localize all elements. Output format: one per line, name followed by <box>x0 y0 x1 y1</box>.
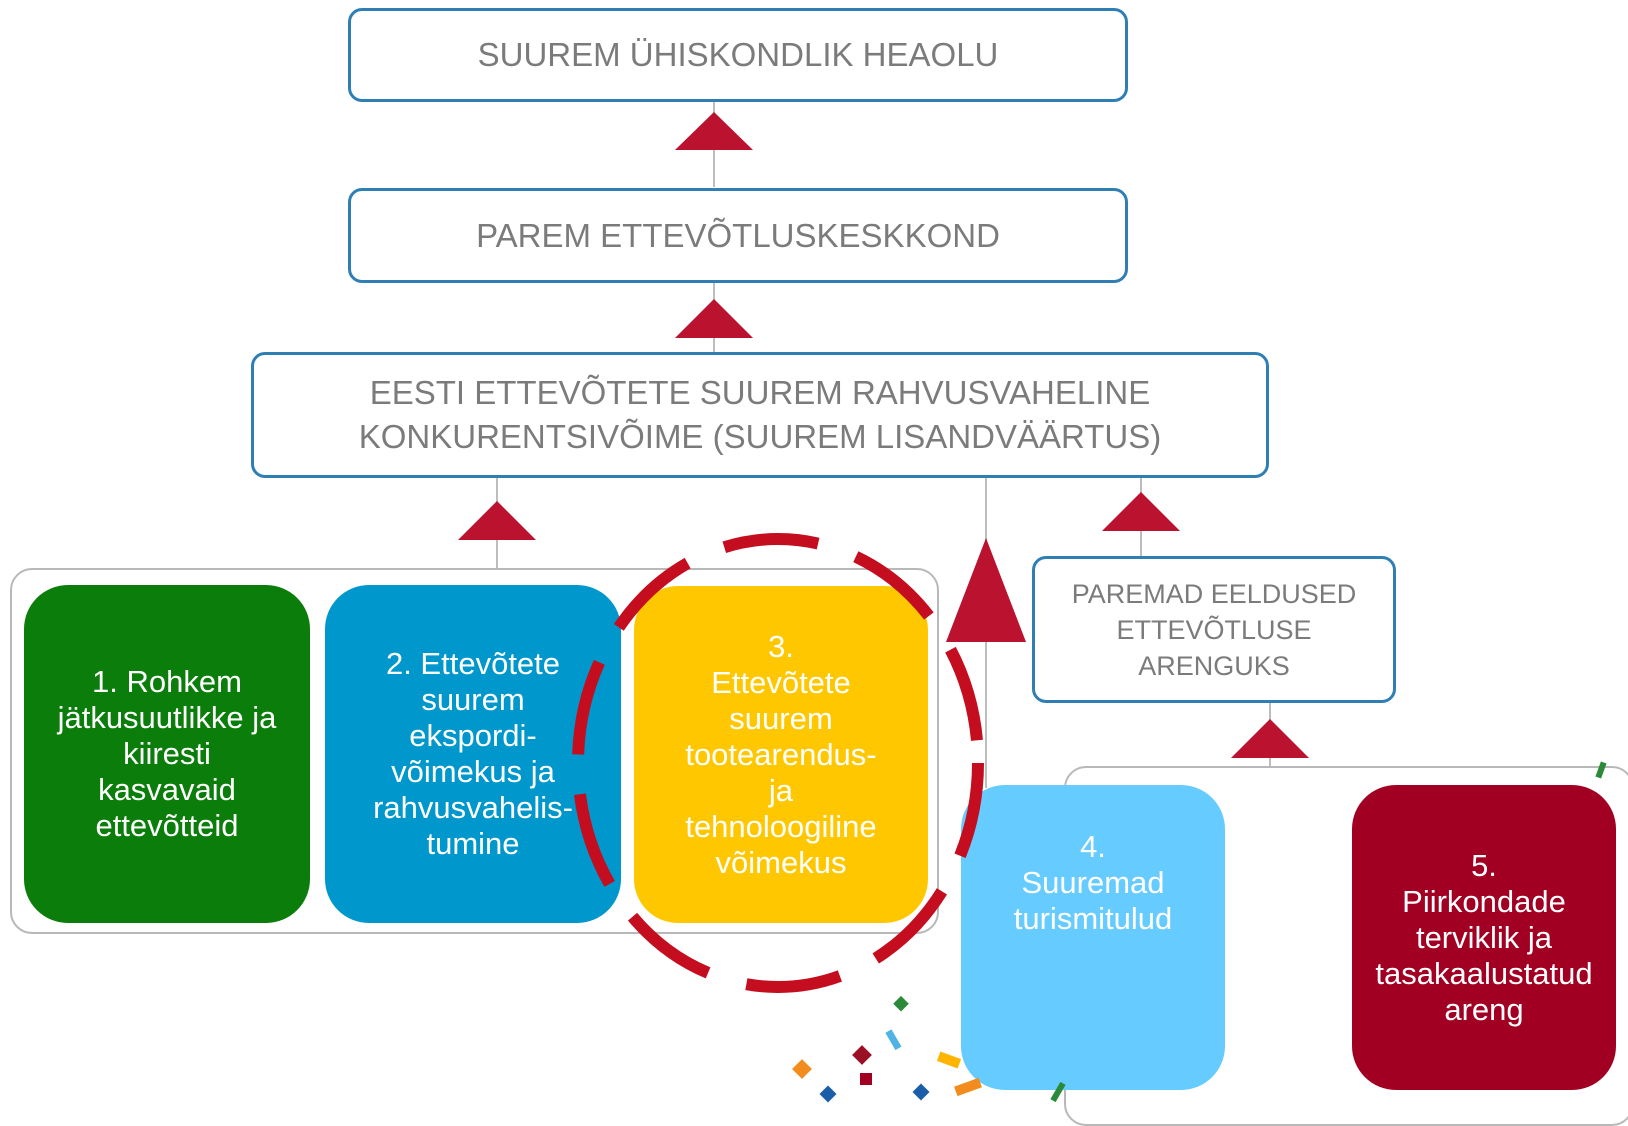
card-4-label: 4. Suuremad turismitulud <box>1013 829 1173 936</box>
top-goal-box: SUUREM ÜHISKONDLIK HEAOLU <box>348 8 1128 102</box>
business-environment-label: PAREM ETTEVÕTLUSKESKKOND <box>476 216 1000 254</box>
arrow-up-icon <box>1231 719 1309 758</box>
arrow-up-icon <box>458 501 536 540</box>
arrow-up-icon <box>675 112 753 150</box>
business-environment-box: PAREM ETTEVÕTLUSKESKKOND <box>348 188 1128 283</box>
competitiveness-box: EESTI ETTEVÕTETE SUUREM RAHVUSVAHELINE K… <box>251 352 1269 478</box>
card-5-label: 5. Piirkondade terviklik ja tasakaalusta… <box>1375 847 1593 1027</box>
card-export-capacity: 2. Ettevõtete suurem ekspordi- võimekus … <box>325 585 621 923</box>
prerequisites-box: PAREMAD EELDUSED ETTEVÕTLUSE ARENGUKS <box>1032 556 1396 703</box>
card-2-label: 2. Ettevõtete suurem ekspordi- võimekus … <box>373 646 573 861</box>
card-1-label: 1. Rohkem jätkusuutlikke ja kiiresti kas… <box>57 664 277 843</box>
arrow-up-large-icon <box>946 538 1026 642</box>
card-fast-growing-companies: 1. Rohkem jätkusuutlikke ja kiiresti kas… <box>24 585 310 923</box>
top-goal-label: SUUREM ÜHISKONDLIK HEAOLU <box>477 36 999 73</box>
prerequisites-label: PAREMAD EELDUSED ETTEVÕTLUSE ARENGUKS <box>1071 578 1357 681</box>
competitiveness-label: EESTI ETTEVÕTETE SUUREM RAHVUSVAHELINE K… <box>358 374 1162 455</box>
card-tourism-revenue: 4. Suuremad turismitulud <box>961 785 1225 1090</box>
arrow-up-icon <box>675 299 753 338</box>
arrow-up-icon <box>1102 492 1180 531</box>
card-product-development: 3. Ettevõtete suurem tootearendus- ja te… <box>634 586 928 923</box>
card-3-label: 3. Ettevõtete suurem tootearendus- ja te… <box>685 628 877 880</box>
card-regional-development: 5. Piirkondade terviklik ja tasakaalusta… <box>1352 785 1616 1090</box>
